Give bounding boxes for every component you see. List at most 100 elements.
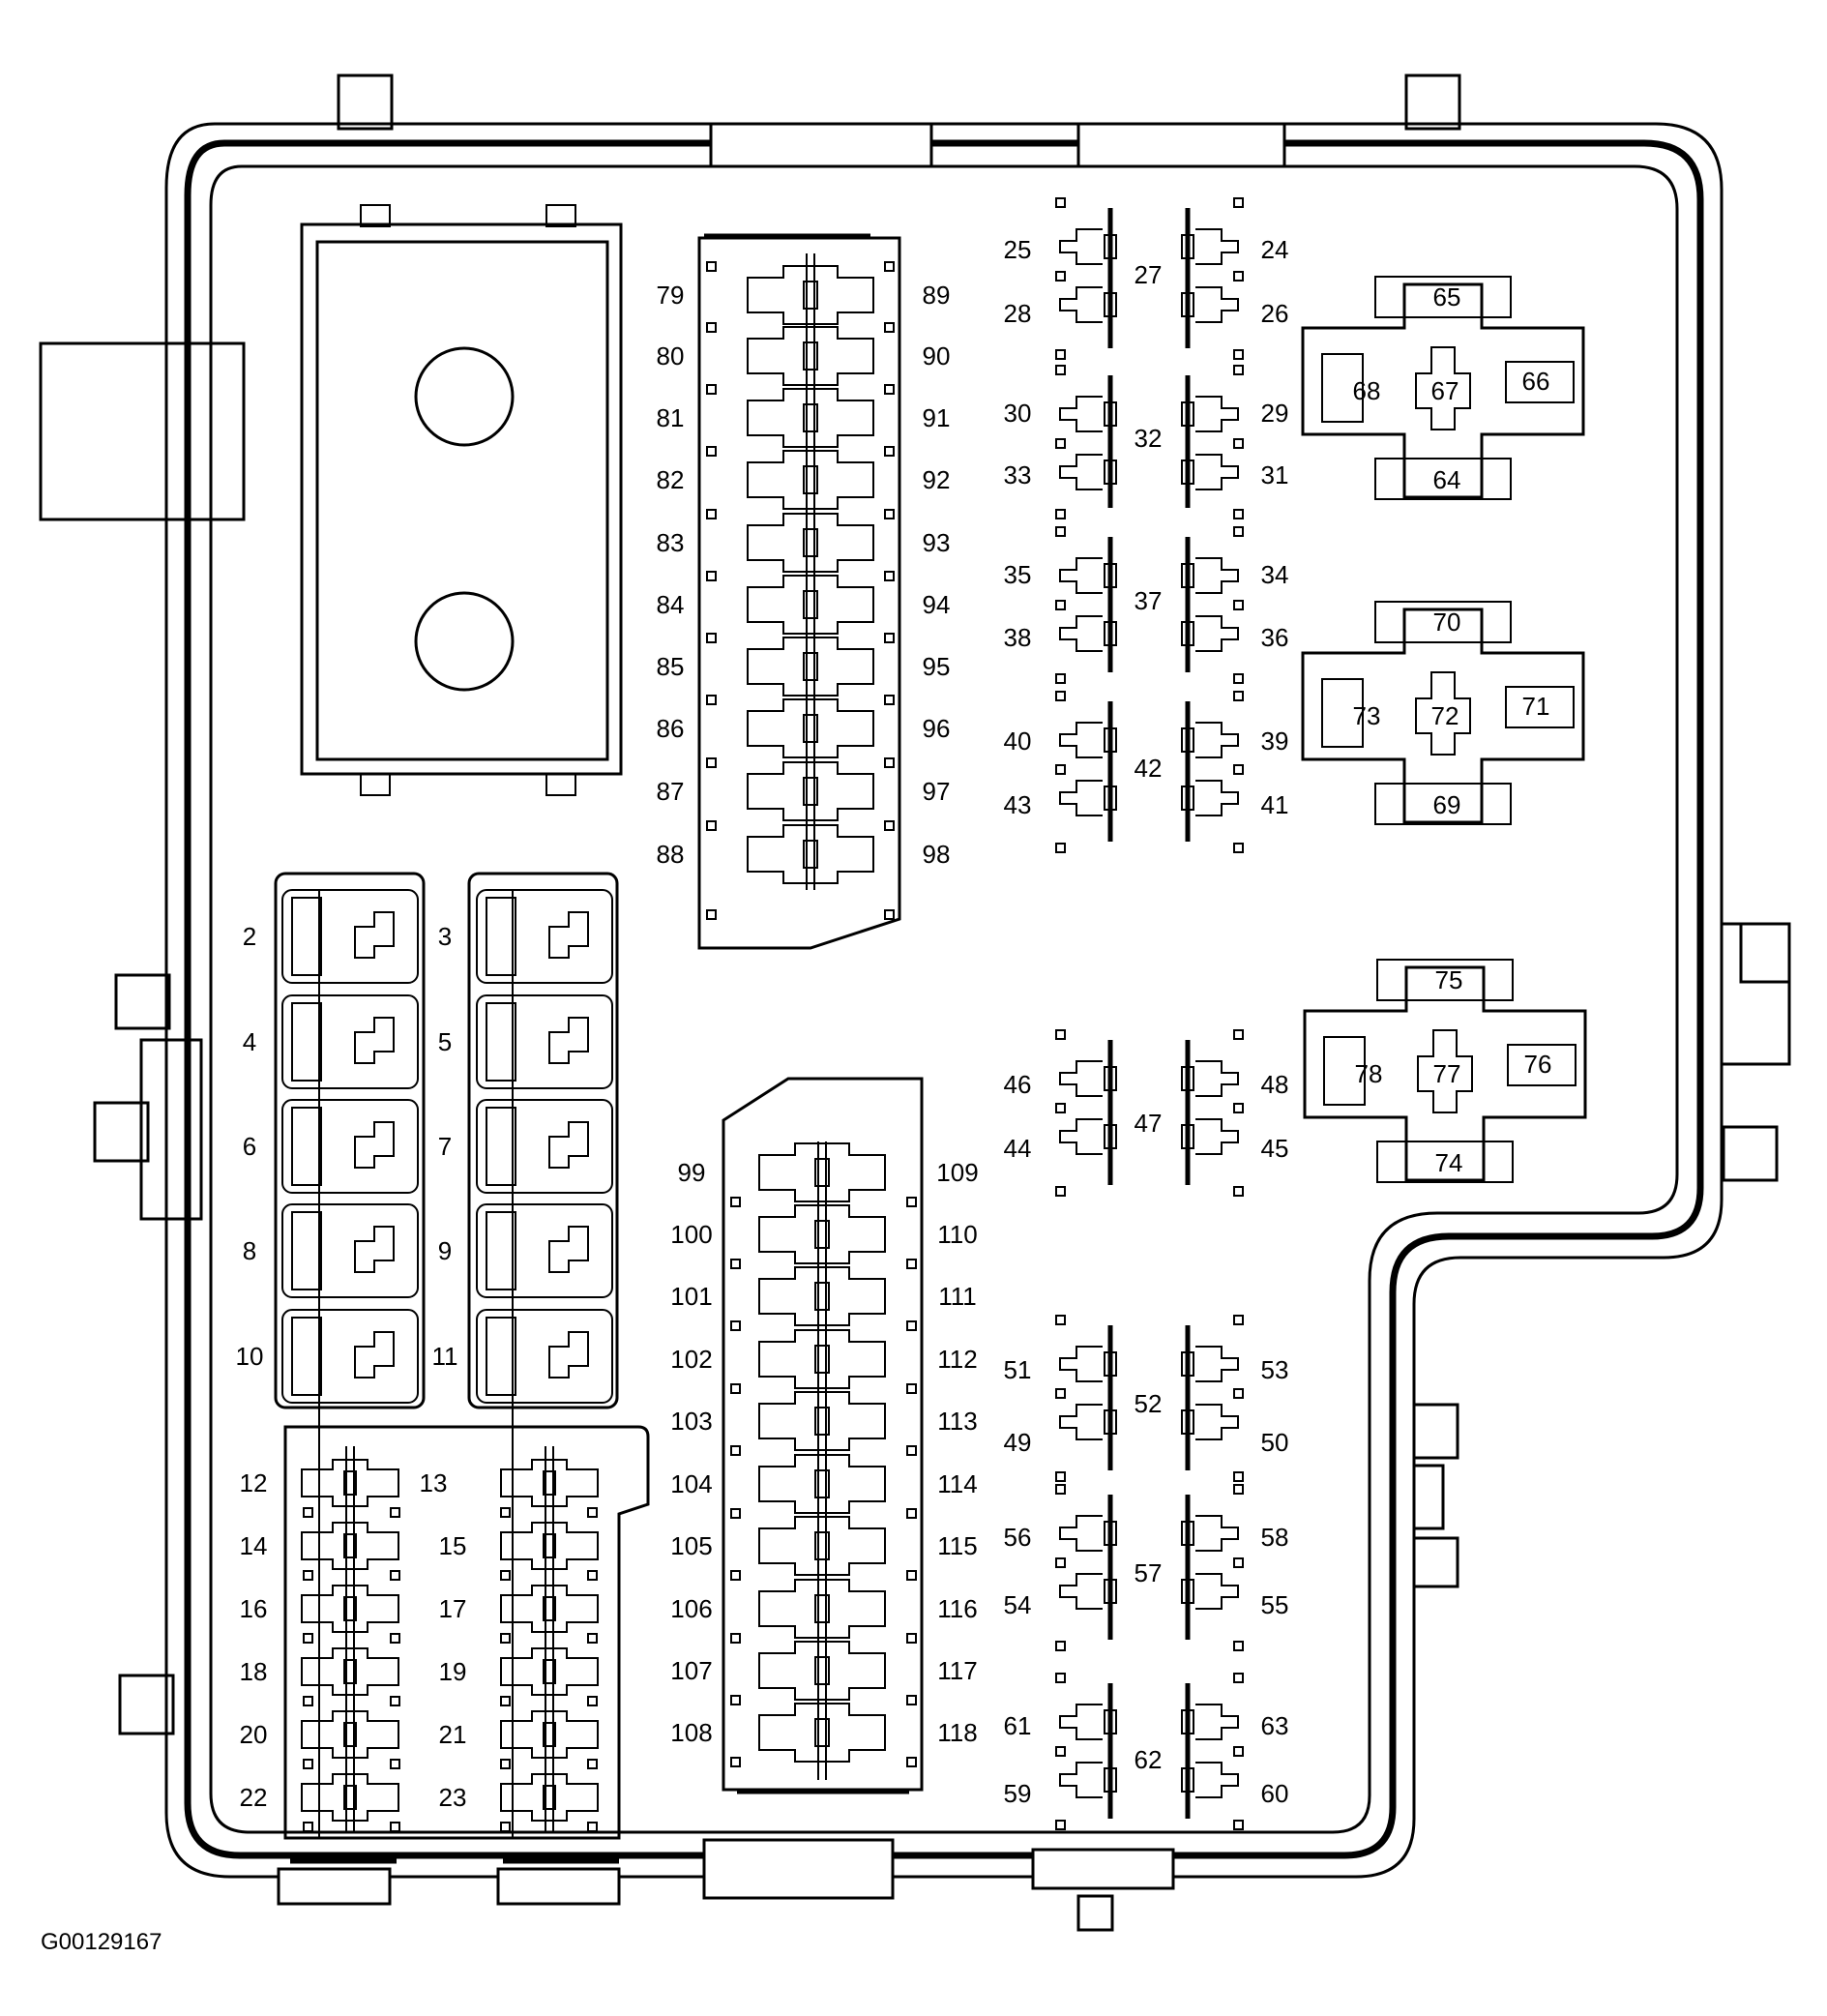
terminal-pin — [906, 1508, 917, 1519]
position-label-114: 114 — [937, 1469, 977, 1498]
terminal-pin — [1055, 843, 1066, 853]
terminal-pin — [390, 1507, 400, 1518]
relay-contact — [1059, 557, 1103, 594]
position-label-46: 46 — [1004, 1070, 1032, 1099]
fuse-slot-23 — [500, 1773, 599, 1822]
terminal-pin — [303, 1570, 313, 1581]
fuse-element — [803, 714, 818, 743]
relay-socket-65 — [1301, 282, 1585, 499]
relay-contact — [1059, 1346, 1103, 1382]
relay-coil — [1104, 1409, 1117, 1435]
relay-terminal — [548, 1121, 589, 1169]
fuse-slot-102 — [758, 1329, 886, 1389]
terminal-pin — [906, 1320, 917, 1331]
terminal-pin — [706, 695, 717, 705]
fuse-slot-16 — [301, 1585, 399, 1633]
relay-terminal — [1415, 346, 1471, 430]
position-label-78: 78 — [1355, 1059, 1383, 1088]
fuse-element — [814, 1407, 830, 1436]
position-label-101: 101 — [670, 1282, 712, 1311]
position-label-6: 6 — [243, 1132, 256, 1161]
terminal-pin — [906, 1633, 917, 1644]
fuse-element — [343, 1659, 357, 1684]
fuse-element — [814, 1282, 830, 1311]
terminal-pin — [1055, 1315, 1066, 1325]
relay-terminal — [548, 911, 589, 959]
terminal-pin — [1055, 1484, 1066, 1495]
terminal-pin — [303, 1696, 313, 1706]
position-label-52: 52 — [1135, 1389, 1163, 1418]
position-label-77: 77 — [1433, 1059, 1461, 1088]
relay-contact — [1195, 1704, 1239, 1740]
position-label-41: 41 — [1261, 790, 1289, 819]
relay-terminal — [291, 1317, 322, 1396]
terminal-pin — [706, 633, 717, 643]
terminal-pin — [1055, 1103, 1066, 1113]
relay-socket-75 — [1303, 965, 1587, 1182]
position-label-5: 5 — [438, 1027, 452, 1056]
terminal-pin — [500, 1696, 511, 1706]
fuse-element — [814, 1220, 830, 1249]
relay-terminal — [291, 1002, 322, 1082]
position-label-39: 39 — [1261, 726, 1289, 756]
position-label-106: 106 — [670, 1594, 712, 1623]
terminal-pin — [1233, 349, 1244, 360]
terminal-pin — [1055, 1746, 1066, 1757]
relay-terminal — [354, 911, 395, 959]
terminal-pin — [730, 1633, 741, 1644]
position-label-103: 103 — [670, 1407, 712, 1436]
terminal-pin — [706, 384, 717, 395]
fuse-element — [814, 1718, 830, 1747]
relay-coil — [1181, 1767, 1194, 1793]
position-label-36: 36 — [1261, 623, 1289, 652]
terminal-pin — [906, 1383, 917, 1394]
terminal-pin — [1233, 438, 1244, 449]
fuse-element — [343, 1596, 357, 1621]
position-label-19: 19 — [439, 1657, 467, 1686]
fuse-element — [803, 777, 818, 806]
position-label-92: 92 — [923, 465, 951, 494]
fuse-slot-80 — [747, 326, 874, 386]
terminal-pin — [906, 1445, 917, 1456]
relay-terminal — [1507, 1044, 1577, 1086]
position-label-2: 2 — [243, 922, 256, 951]
terminal-pin — [730, 1695, 741, 1705]
terminal-pin — [1233, 1820, 1244, 1830]
terminal-pin — [587, 1570, 598, 1581]
fuse-element — [814, 1158, 830, 1187]
position-label-90: 90 — [923, 341, 951, 371]
fuse-element — [543, 1785, 556, 1810]
fuse-element — [814, 1656, 830, 1685]
position-label-84: 84 — [657, 590, 685, 619]
position-label-72: 72 — [1431, 701, 1459, 730]
relay-coil — [1181, 234, 1194, 259]
relay-coil — [1104, 727, 1117, 753]
position-label-109: 109 — [936, 1158, 978, 1187]
fuse-slot-85 — [747, 637, 874, 697]
position-label-100: 100 — [670, 1220, 712, 1249]
relay-slot-2 — [281, 889, 419, 984]
relay-contact — [1195, 1515, 1239, 1552]
relay-coil — [1104, 460, 1117, 485]
fuse-element — [814, 1594, 830, 1623]
fuse-slot-105 — [758, 1516, 886, 1576]
relay-slot-6 — [281, 1099, 419, 1194]
position-label-81: 81 — [657, 403, 685, 432]
position-label-29: 29 — [1261, 399, 1289, 428]
terminal-pin — [1233, 526, 1244, 537]
position-label-4: 4 — [243, 1027, 256, 1056]
position-label-94: 94 — [923, 590, 951, 619]
terminal-pin — [1233, 1186, 1244, 1197]
fuse-element — [803, 281, 818, 310]
position-label-43: 43 — [1004, 790, 1032, 819]
terminal-pin — [587, 1822, 598, 1832]
fuse-slot-18 — [301, 1647, 399, 1696]
position-label-75: 75 — [1435, 965, 1463, 994]
fuse-slot-84 — [747, 575, 874, 635]
relay-coil — [1104, 1066, 1117, 1091]
fuse-and-relay-slots — [281, 197, 1587, 1838]
relay-contact — [1195, 1404, 1239, 1440]
position-label-31: 31 — [1261, 460, 1289, 489]
relay-socket-70 — [1301, 608, 1585, 824]
